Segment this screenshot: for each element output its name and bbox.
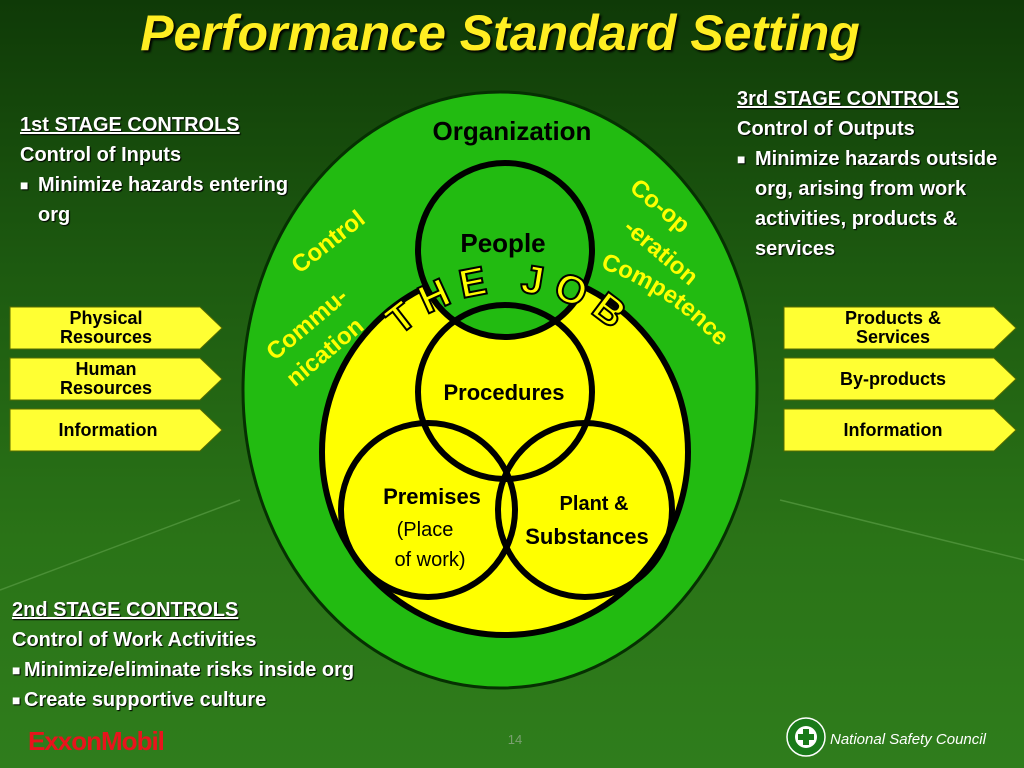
input-arrow-information: Information <box>9 408 223 452</box>
organization-label: Organization <box>433 116 592 146</box>
output-label-products-2: Services <box>856 327 930 347</box>
exxonmobil-logo: ExxonMobil <box>28 726 165 757</box>
input-label-information: Information <box>59 420 158 440</box>
stage1-bullet: ■ Minimize hazards entering org <box>20 170 320 230</box>
bullet-square-icon: ■ <box>12 662 21 678</box>
stage1-heading: 1st STAGE CONTROLS <box>20 114 240 136</box>
stage2-bullet-text-1: Minimize/eliminate risks inside org <box>24 659 355 681</box>
people-label: People <box>460 228 545 258</box>
procedures-label: Procedures <box>443 380 564 405</box>
stage3-heading: 3rd STAGE CONTROLS <box>737 88 959 110</box>
brand-name: ExxonMobil <box>28 726 165 756</box>
output-arrow-information: Information <box>783 408 1017 452</box>
input-label-human-1: Human <box>75 359 136 379</box>
national-safety-council-seal-icon <box>786 717 826 757</box>
stage3-bullet-text: Minimize hazards outside org, arising fr… <box>755 148 998 260</box>
stage2-subheading: Control of Work Activities <box>12 629 257 651</box>
page-number: 14 <box>507 732 523 747</box>
premises-circle <box>338 420 518 600</box>
page-title: Performance Standard Setting <box>140 5 860 61</box>
stage3-bullet: ■ Minimize hazards outside org, arising … <box>737 144 1024 264</box>
plant-circle <box>495 420 675 600</box>
stage1-subheading: Control of Inputs <box>20 144 182 166</box>
input-label-human-2: Resources <box>60 378 152 398</box>
premises-sub-label-2: of work) <box>394 549 465 571</box>
bullet-square-icon: ■ <box>12 692 21 708</box>
people-circle <box>415 160 595 340</box>
premises-label: Premises <box>383 484 481 509</box>
output-label-byproducts: By-products <box>840 369 946 389</box>
stage2-bullet-text-2: Create supportive culture <box>24 689 267 711</box>
council-name: National Safety Council <box>830 731 986 748</box>
stage1-bullet-text: Minimize hazards entering org <box>38 174 289 226</box>
output-label-products-1: Products & <box>845 308 941 328</box>
stage2-panel: 2nd STAGE CONTROLS Control of Work Activ… <box>12 595 472 715</box>
perspective-line-left <box>0 499 241 591</box>
stage1-panel: 1st STAGE CONTROLS Control of Inputs ■ M… <box>20 110 320 230</box>
output-label-information: Information <box>844 420 943 440</box>
stage2-bullet-2: ■ Create supportive culture <box>12 685 472 715</box>
perspective-line-right <box>779 499 1024 561</box>
stage2-bullet-1: ■ Minimize/eliminate risks inside org <box>12 655 472 685</box>
output-arrow-byproducts: By-products <box>783 357 1017 401</box>
plant-label-1: Plant & <box>560 493 629 515</box>
bullet-square-icon: ■ <box>20 177 29 193</box>
stage3-panel: 3rd STAGE CONTROLS Control of Outputs ■ … <box>737 84 1024 264</box>
input-label-physical-2: Resources <box>60 327 152 347</box>
bullet-square-icon: ■ <box>737 151 746 167</box>
input-arrow-physical: Physical Resources <box>9 306 223 350</box>
input-arrow-human: Human Resources <box>9 357 223 401</box>
input-label-physical-1: Physical <box>69 308 142 328</box>
plant-label-2: Substances <box>525 524 649 549</box>
output-arrow-products: Products & Services <box>783 306 1017 350</box>
stage2-heading: 2nd STAGE CONTROLS <box>12 599 239 621</box>
stage3-subheading: Control of Outputs <box>737 118 915 140</box>
premises-sub-label-1: (Place <box>397 519 454 541</box>
